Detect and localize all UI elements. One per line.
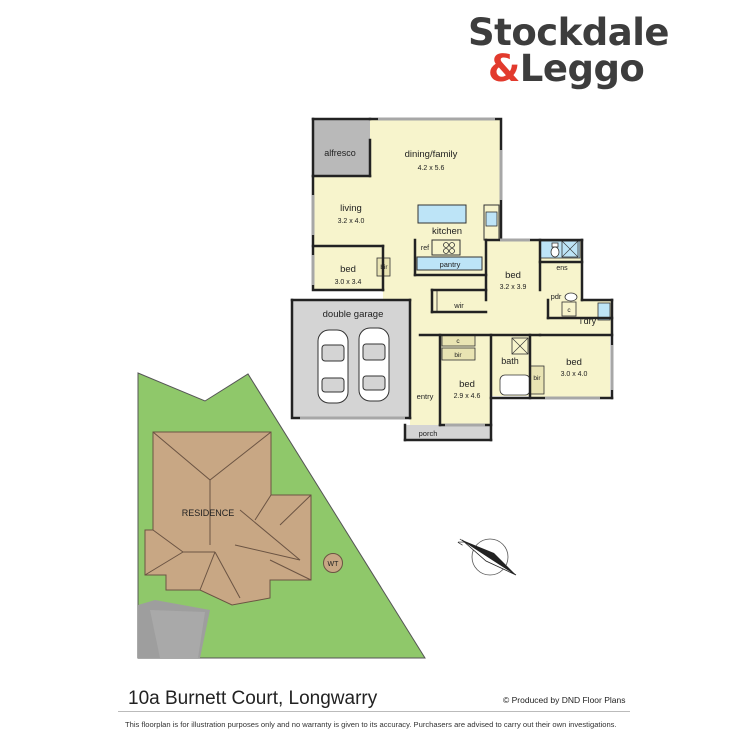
brand-logo-line1: Stockdale [468, 11, 670, 54]
disclaimer-text: This floorplan is for illustration purpo… [125, 720, 617, 729]
living-label: living [340, 203, 362, 214]
pdr-label: pdr [551, 292, 562, 301]
shower-bath [511, 337, 529, 355]
toilet-ens-icon [550, 242, 560, 258]
porch-label: porch [419, 429, 438, 438]
roof-ridges [144, 431, 312, 599]
bir-left-label: bir [380, 264, 388, 271]
water-tank-label: WT [328, 561, 340, 568]
alfresco-label: alfresco [324, 148, 356, 158]
car-icon-right [358, 327, 390, 402]
producer-credit: © Produced by DND Floor Plans [503, 695, 626, 705]
pantry-label: pantry [440, 260, 461, 269]
water-tank-icon [323, 553, 343, 573]
laundry-tub [597, 302, 611, 321]
residence-roof [144, 431, 312, 606]
bathtub-icon [499, 374, 531, 396]
c-mid-label: c [456, 338, 460, 345]
brand-logo-word: Leggo [519, 47, 645, 90]
brand-logo-ampersand: & [488, 47, 520, 90]
bed-master-size: 3.2 x 3.9 [500, 284, 527, 291]
entry-label: entry [417, 392, 434, 401]
bir-mid-label: bir [454, 352, 462, 359]
footer-divider [118, 711, 630, 712]
laundry-cabinet [561, 301, 577, 317]
c-dry-label: c [567, 307, 571, 314]
living-size: 3.2 x 4.0 [338, 218, 365, 225]
ref-label: ref [421, 245, 429, 252]
pdr-basin-icon [564, 292, 578, 302]
ens-label: ens [556, 265, 568, 272]
kitchen-label: kitchen [432, 226, 462, 237]
shower-ens [539, 240, 581, 259]
bir-mid-cabinet [441, 347, 476, 361]
residence-label: RESIDENCE [182, 508, 235, 518]
sink-icon [485, 211, 498, 227]
property-address: 10a Burnett Court, Longwarry [128, 688, 378, 709]
bed-right-size: 3.0 x 4.0 [561, 371, 588, 378]
ldry-label: l'dry [580, 316, 597, 326]
bed-left-label: bed [340, 264, 356, 275]
bed-master-label: bed [505, 270, 521, 281]
porch-area [405, 425, 491, 440]
bed-left-size: 3.0 x 3.4 [335, 279, 362, 286]
car-icon-left [317, 329, 349, 404]
compass-icon: N [456, 537, 517, 576]
bed-mid-size: 2.9 x 4.6 [454, 393, 481, 400]
pantry-cabinet [416, 256, 483, 271]
driveway-strip [150, 610, 205, 658]
dining-family-label: dining/family [405, 149, 458, 160]
bed-mid-label: bed [459, 379, 475, 390]
bed-right-label: bed [566, 357, 582, 368]
windows [300, 117, 614, 427]
double-garage-label: double garage [323, 309, 384, 320]
svg-text:N: N [456, 537, 467, 547]
dining-family-size: 4.2 x 5.6 [418, 165, 445, 172]
garage-area [292, 300, 410, 418]
brand-logo-line2: &Leggo [488, 47, 645, 90]
wir-label: wir [453, 301, 464, 310]
bedroom-wing [410, 290, 610, 425]
bir-right-label: bir [533, 375, 541, 382]
alfresco-area [313, 119, 370, 176]
kitchen-island [417, 204, 467, 224]
cooktop-icon [443, 242, 455, 254]
bath-label: bath [501, 356, 519, 366]
